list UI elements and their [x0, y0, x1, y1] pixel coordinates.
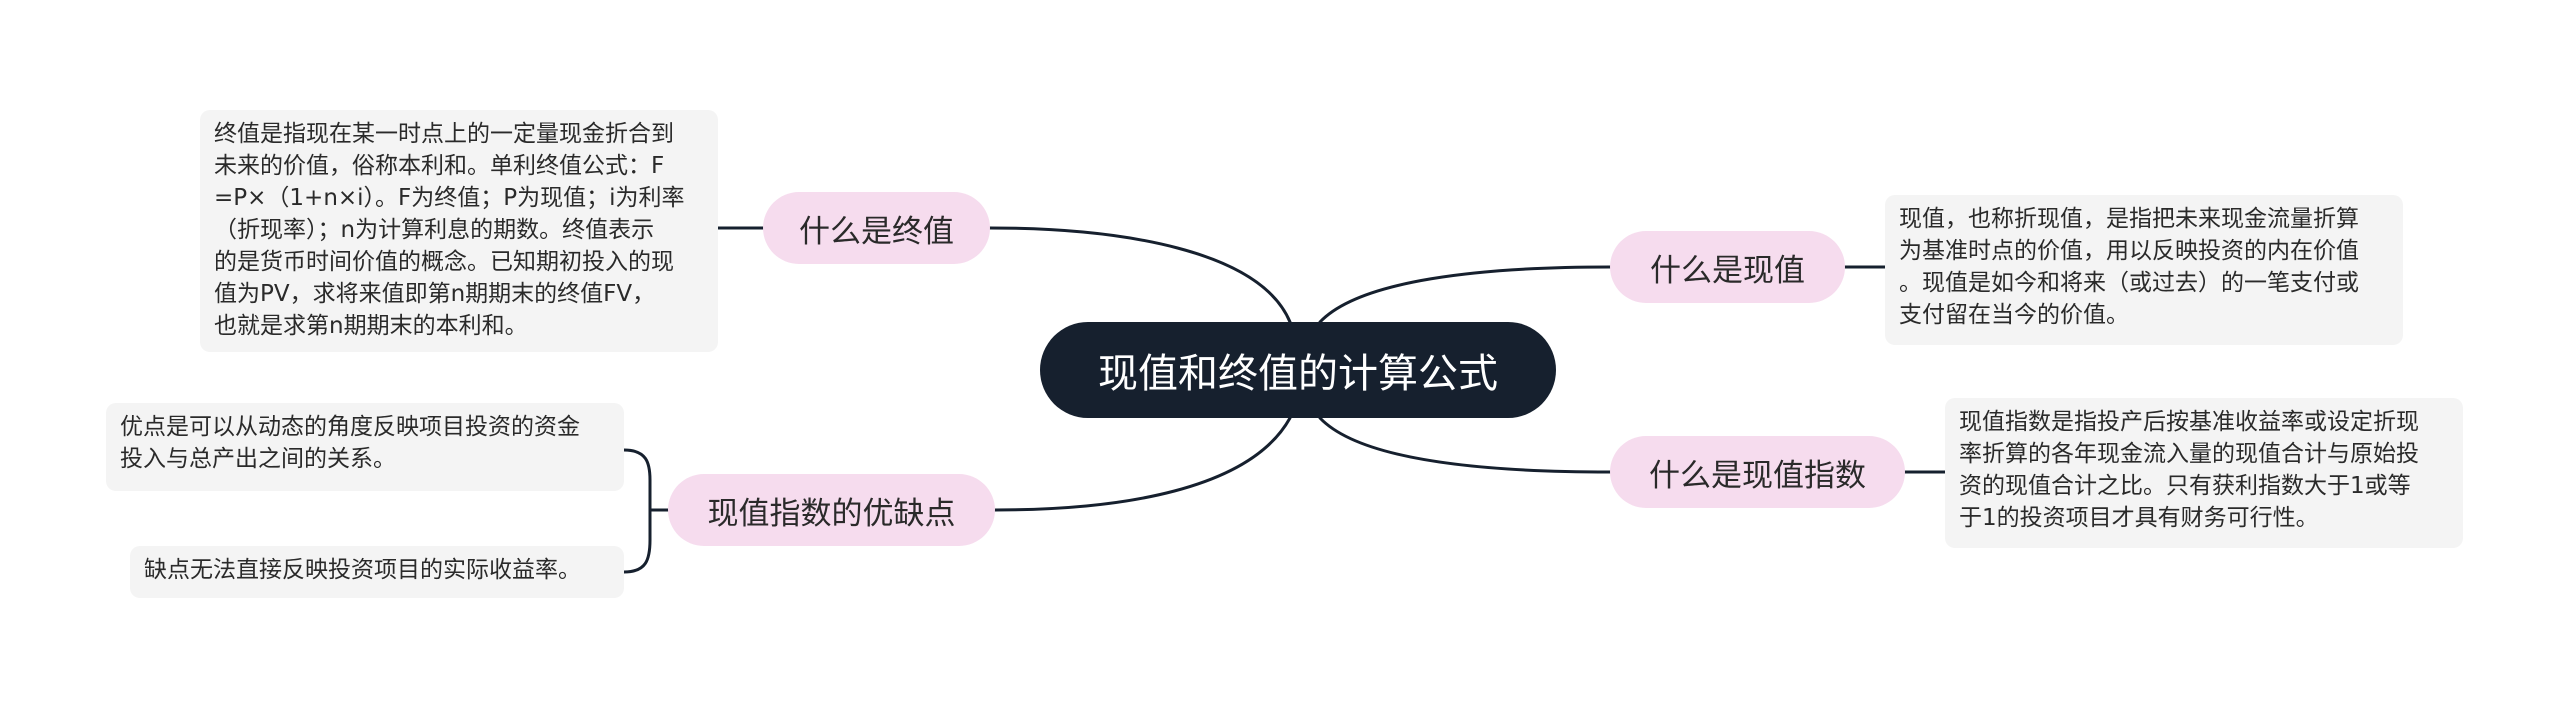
- topic-pros-cons[interactable]: 现值指数的优缺点: [668, 474, 995, 546]
- note-line: 资的现值合计之比。只有获利指数大于1或等: [1959, 473, 2411, 499]
- connector-root-present-value: [1318, 265, 1612, 324]
- note-line: 于1的投资项目才具有财务可行性。: [1959, 505, 2319, 531]
- topic-present-value-label: 什么是现值: [1650, 252, 1805, 289]
- note-line: 值为PV，求将来值即第n期期末的终值FV，: [214, 281, 656, 307]
- note-line: （折现率）；n为计算利息的期数。终值表示: [214, 217, 655, 243]
- note-pros: 优点是可以从动态的角度反映项目投资的资金 投入与总产出之间的关系。: [106, 403, 624, 491]
- root-topic[interactable]: 现值和终值的计算公式: [1040, 322, 1556, 418]
- connector-root-pv-index: [1318, 416, 1612, 474]
- note-line: 。现值是如今和将来（或过去）的一笔支付或: [1899, 270, 2359, 296]
- connector-pros-cons-bracket: [622, 448, 670, 574]
- note-line: 投入与总产出之间的关系。: [120, 446, 396, 472]
- topic-present-value[interactable]: 什么是现值: [1610, 231, 1845, 303]
- note-line: 未来的价值，俗称本利和。单利终值公式：F: [214, 153, 665, 179]
- note-line: 缺点无法直接反映投资项目的实际收益率。: [144, 557, 581, 583]
- root-title: 现值和终值的计算公式: [1098, 351, 1498, 397]
- note-line: 优点是可以从动态的角度反映项目投资的资金: [120, 414, 580, 440]
- note-line: 的是货币时间价值的概念。已知期初投入的现: [214, 249, 674, 275]
- note-line: 支付留在当今的价值。: [1899, 302, 2129, 328]
- topic-pv-index-label: 什么是现值指数: [1649, 457, 1866, 494]
- note-line: 终值是指现在某一时点上的一定量现金折合到: [214, 121, 674, 147]
- note-line: 率折算的各年现金流入量的现值合计与原始投: [1959, 441, 2419, 467]
- connector-root-pros-cons: [993, 416, 1292, 512]
- topic-pros-cons-label: 现值指数的优缺点: [707, 495, 956, 532]
- note-line: 也就是求第n期期末的本利和。: [214, 313, 528, 339]
- note-cons: 缺点无法直接反映投资项目的实际收益率。: [130, 546, 624, 598]
- topic-pv-index[interactable]: 什么是现值指数: [1610, 436, 1905, 508]
- note-pv-index: 现值指数是指投产后按基准收益率或设定折现 率折算的各年现金流入量的现值合计与原始…: [1945, 398, 2463, 548]
- topic-future-value[interactable]: 什么是终值: [763, 192, 990, 264]
- note-line: 现值，也称折现值，是指把未来现金流量折算: [1899, 206, 2359, 232]
- connector-root-future-value: [988, 226, 1292, 324]
- note-line: 为基准时点的价值，用以反映投资的内在价值: [1899, 238, 2359, 264]
- note-line: 现值指数是指投产后按基准收益率或设定折现: [1959, 409, 2419, 435]
- note-future-value: 终值是指现在某一时点上的一定量现金折合到 未来的价值，俗称本利和。单利终值公式：…: [200, 110, 718, 352]
- note-line: =P×（1+n×i）。F为终值；P为现值；i为利率: [214, 185, 685, 211]
- note-present-value: 现值，也称折现值，是指把未来现金流量折算 为基准时点的价值，用以反映投资的内在价…: [1885, 195, 2403, 345]
- topic-future-value-label: 什么是终值: [799, 213, 954, 250]
